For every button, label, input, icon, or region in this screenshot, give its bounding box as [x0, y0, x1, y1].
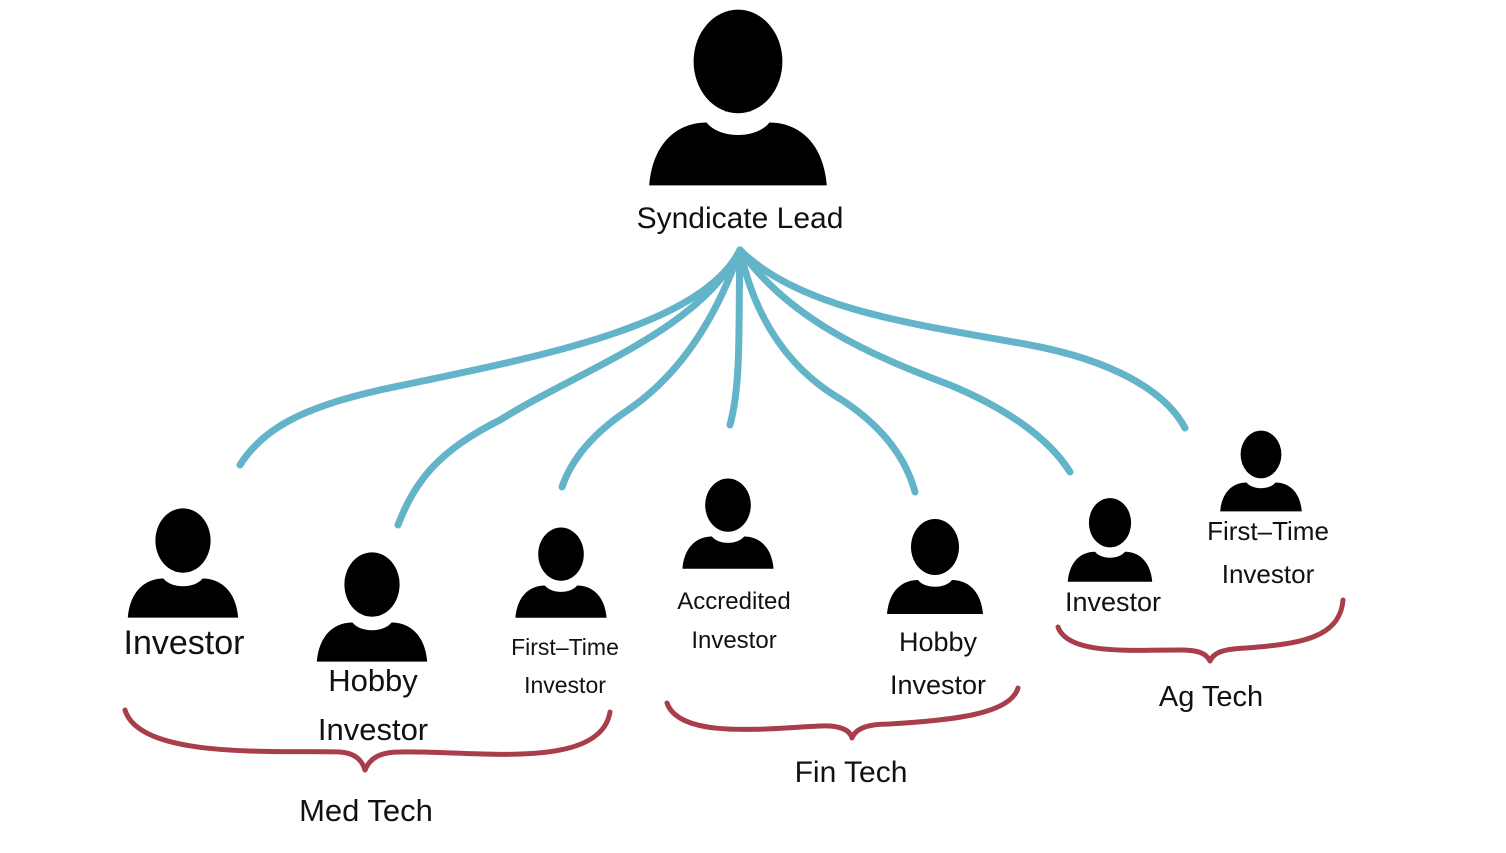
- investor-label-line: Investor: [691, 627, 776, 654]
- group-brace: [664, 685, 1021, 741]
- investor-label-line: Investor: [318, 712, 428, 747]
- connector-line: [736, 246, 919, 496]
- person-icon: [127, 508, 239, 618]
- syndicate-lead-label: Syndicate Lead: [637, 202, 844, 235]
- investor-label-line: Investor: [124, 624, 245, 662]
- investor-label-line: Hobby: [328, 663, 418, 698]
- syndicate-lead-node: Syndicate Lead: [637, 9, 844, 235]
- person-icon: [682, 478, 774, 569]
- investor-label-line: First–Time: [1207, 516, 1329, 546]
- investor-node: Hobby Investor: [316, 552, 428, 747]
- group-brace: [1055, 597, 1346, 664]
- person-icon: [316, 552, 428, 662]
- person-icon: [1220, 430, 1302, 512]
- person-icon: [515, 527, 607, 618]
- connector-line: [236, 246, 744, 469]
- connector-line: [736, 246, 1074, 476]
- connector-line: [726, 246, 744, 429]
- connector-lines: [236, 246, 1189, 529]
- group-braces: [122, 597, 1346, 773]
- investor-node: First–Time Investor: [1207, 430, 1329, 589]
- group-label: Fin Tech: [795, 756, 908, 789]
- group-label: Med Tech: [299, 793, 433, 828]
- investor-label-line: Investor: [890, 670, 986, 700]
- investor-label-line: Investor: [1065, 587, 1161, 617]
- investor-label-line: First–Time: [511, 634, 619, 660]
- investor-label-line: Accredited: [677, 588, 790, 615]
- investor-node: Accredited Investor: [677, 478, 791, 654]
- person-icon: [887, 519, 983, 614]
- connector-line: [736, 246, 1189, 432]
- investor-label-line: Investor: [524, 672, 606, 698]
- group-brace: [122, 707, 613, 773]
- person-icon: [1067, 498, 1153, 582]
- investor-node: Hobby Investor: [887, 519, 986, 700]
- investor-label-line: Investor: [1222, 559, 1315, 589]
- investor-label-line: Hobby: [899, 627, 978, 657]
- connector-line: [394, 246, 744, 529]
- group-label: Ag Tech: [1159, 681, 1263, 713]
- investor-node: Investor: [1065, 498, 1161, 617]
- investor-node: First–Time Investor: [511, 527, 619, 698]
- connector-line: [558, 246, 744, 491]
- person-icon: [649, 9, 827, 186]
- investor-node: Investor: [124, 508, 245, 662]
